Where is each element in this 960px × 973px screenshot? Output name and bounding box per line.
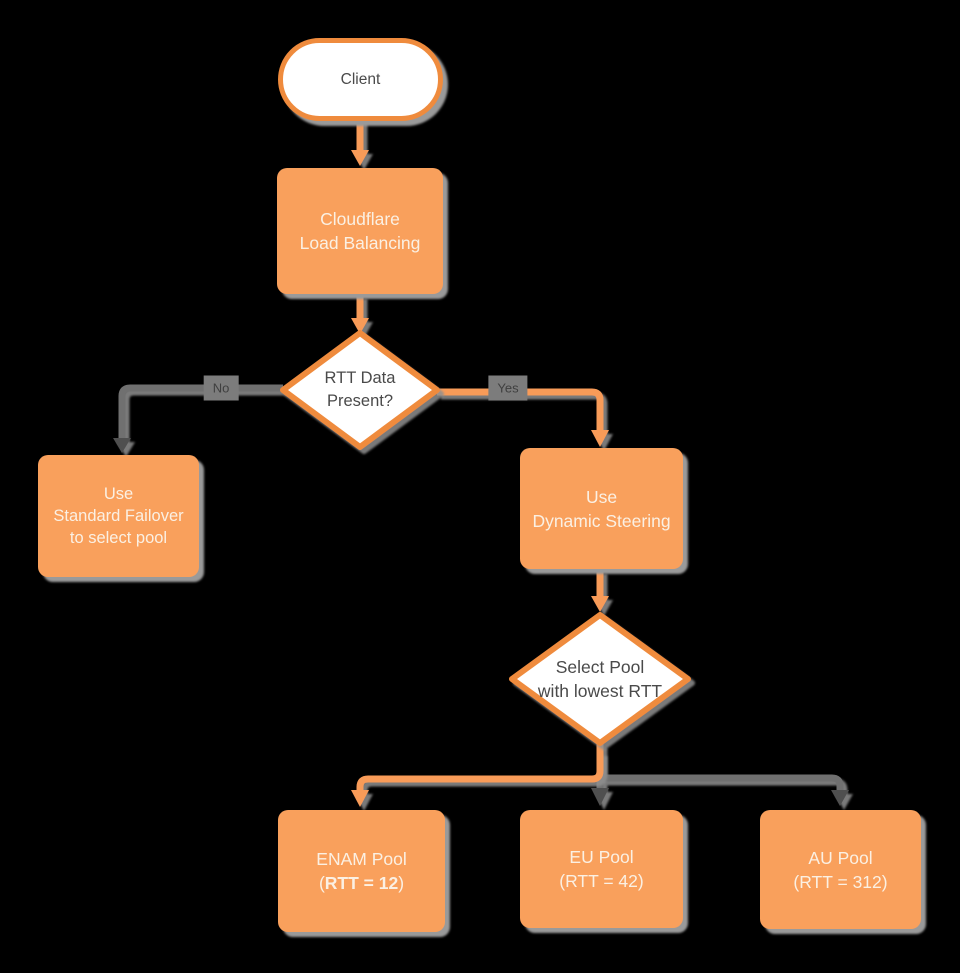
select-pool-line1: Select Pool (555, 657, 645, 677)
arrowhead-to-enam-pool (351, 790, 369, 807)
arrowhead-to-dynamic-steering (591, 430, 609, 447)
rtt-decision-line1: RTT Data (324, 369, 396, 387)
load-balancing-line2: Load Balancing (299, 233, 421, 253)
dynamic-steering-line1: Use (585, 486, 618, 507)
edge-select-to-au (600, 774, 844, 792)
au-pool-line1: AU Pool (808, 847, 873, 868)
enam-pool-line2: (RTT = 12) (318, 873, 405, 893)
standard-failover-line3: to select pool (69, 529, 168, 547)
edge-label-yes: Yes (488, 375, 528, 401)
select-pool-decision-text: Select Pool with lowest RTT (512, 617, 688, 741)
select-pool-line2: with lowest RTT (537, 681, 663, 701)
arrowhead-to-rtt-decision (351, 318, 369, 334)
arrowhead-to-standard-failover (113, 438, 131, 453)
standard-failover-node: Use Standard Failover to select pool (38, 455, 199, 577)
decision-shapes (280, 330, 691, 746)
arrowhead-to-loadbalancing (351, 150, 369, 166)
load-balancing-node: Cloudflare Load Balancing (277, 168, 443, 294)
arrowhead-to-au-pool (831, 790, 849, 806)
rtt-decision-line2: Present? (326, 392, 394, 410)
edge-rtt-no (118, 384, 283, 440)
arrowhead-to-select-pool (591, 596, 609, 612)
edge-select-to-enam (356, 744, 604, 792)
dynamic-steering-node: Use Dynamic Steering (520, 448, 683, 569)
rtt-decision-text: RTT Data Present? (283, 335, 437, 445)
eu-pool-node: EU Pool (RTT = 42) (520, 810, 683, 928)
standard-failover-line1: Use (103, 485, 134, 503)
arrowhead-to-eu-pool (591, 788, 609, 806)
edge-label-no: No (203, 375, 239, 401)
load-balancing-line1: Cloudflare (320, 209, 400, 229)
client-node: Client (278, 38, 443, 121)
enam-rtt-value: RTT = 12 (324, 873, 399, 893)
rtt-decision-diamond (280, 330, 440, 450)
au-pool-node: AU Pool (RTT = 312) (760, 810, 921, 929)
standard-failover-line2: Standard Failover (53, 507, 184, 525)
select-pool-decision-diamond (509, 612, 691, 746)
gray-edges (113, 384, 849, 806)
orange-edges (351, 118, 609, 807)
client-label: Client (340, 70, 381, 88)
eu-pool-line1: EU Pool (569, 847, 634, 867)
dynamic-steering-line2: Dynamic Steering (532, 510, 671, 531)
au-pool-line2: (RTT = 312) (793, 871, 888, 892)
edge-rtt-yes (437, 388, 604, 432)
eu-pool-line2: (RTT = 42) (559, 871, 644, 891)
enam-pool-line1: ENAM Pool (316, 849, 407, 869)
enam-pool-node: ENAM Pool (RTT = 12) (278, 810, 445, 932)
